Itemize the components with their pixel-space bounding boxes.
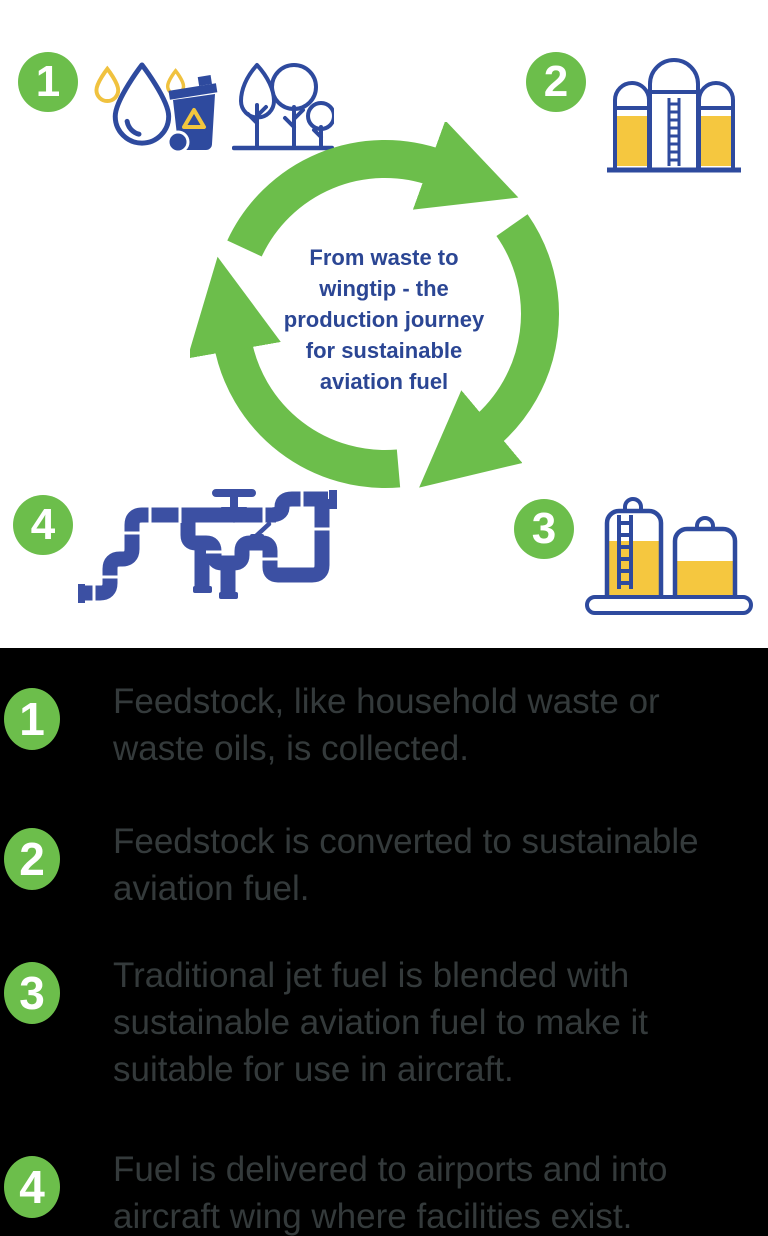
recycle-cycle-arrows-icon [190,122,580,512]
diagram-step-1-badge: 1 [18,52,78,112]
list-item-3: 3 Traditional jet fuel is blended with s… [4,952,648,1093]
list-step-4-text: Fuel is delivered to airports and into a… [113,1146,667,1236]
cycle-diagram-section: 1 2 3 4 [13,50,753,620]
list-step-2-text: Feedstock is converted to sustainable av… [113,818,699,912]
list-step-2-number: 2 [19,833,45,885]
list-step-4-badge: 4 [4,1156,60,1218]
cycle-caption-line: aviation fuel [319,369,449,394]
list-step-4-number: 4 [19,1161,45,1213]
list-step-3-badge: 3 [4,962,60,1024]
list-step-4-line: aircraft wing where facilities exist. [113,1197,633,1236]
oil-droplets-icon [88,57,188,152]
list-item-2: 2 Feedstock is converted to sustainable … [4,818,699,912]
steps-list-section: 1 Feedstock, like household waste or was… [0,648,768,1236]
refinery-silos-icon [605,50,743,175]
list-step-1-line: waste oils, is collected. [113,729,469,768]
trees-icon [232,57,334,152]
list-step-2-badge: 2 [4,828,60,890]
diagram-step-4-number: 4 [30,500,56,549]
diagram-step-1-number: 1 [35,57,61,106]
recycling-bin-icon [164,74,222,154]
cycle-caption-line: wingtip - the [319,276,449,301]
list-step-3-number: 3 [19,967,45,1019]
list-step-3-line: suitable for use in aircraft. [113,1050,514,1089]
list-step-1-text: Feedstock, like household waste or waste… [113,678,660,772]
cycle-caption-line: production journey [283,307,485,332]
cycle-caption-line: for sustainable [305,338,463,363]
list-step-1-badge: 1 [4,688,60,750]
diagram-step-3-badge: 3 [514,499,574,559]
list-item-4: 4 Fuel is delivered to airports and into… [4,1146,667,1236]
diagram-step-2-badge: 2 [526,52,586,112]
blending-storage-tanks-icon [585,491,753,620]
list-step-1-number: 1 [19,693,45,745]
list-item-1: 1 Feedstock, like household waste or was… [4,678,660,772]
cycle-caption: From waste to wingtip - the production j… [259,242,509,397]
pipeline-valves-icon [76,489,340,610]
diagram-step-3-number: 3 [531,504,557,553]
list-step-1-line: Feedstock, like household waste or [113,682,660,721]
list-step-3-line: sustainable aviation fuel to make it [113,1003,649,1042]
list-step-4-line: Fuel is delivered to airports and into [113,1150,668,1189]
list-step-2-line: Feedstock is converted to sustainable [113,822,699,861]
diagram-step-4-badge: 4 [13,495,73,555]
list-step-3-text: Traditional jet fuel is blended with sus… [113,952,648,1093]
list-step-2-line: aviation fuel. [113,869,310,908]
diagram-step-2-number: 2 [543,57,569,106]
list-step-3-line: Traditional jet fuel is blended with [113,956,630,995]
cycle-caption-line: From waste to [309,245,459,270]
